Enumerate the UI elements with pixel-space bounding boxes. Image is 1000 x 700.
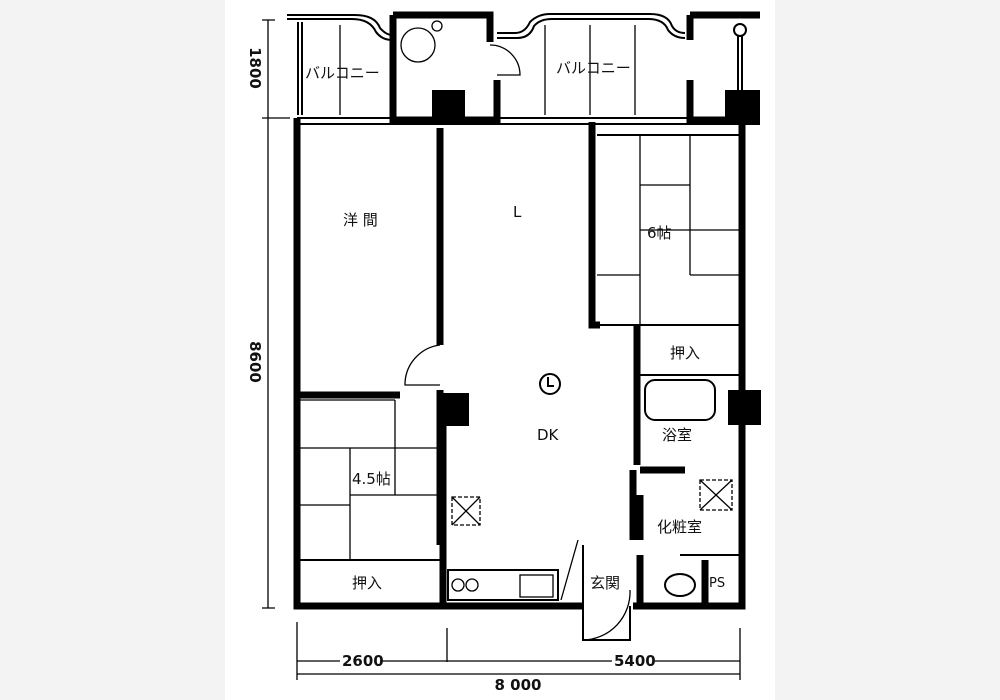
label-western-room: 洋 間 [343,211,378,229]
balcony-railing [287,13,747,115]
label-washroom: 化粧室 [657,518,702,536]
clock-icon [539,373,561,395]
clock-hands-icon [547,377,554,387]
label-balcony-left: バルコニー [305,64,380,82]
label-entrance: 玄関 [590,574,620,592]
label-closet-right: 押入 [670,344,700,362]
label-bathroom: 浴室 [662,426,692,444]
label-tatami-4-5: 4.5帖 [352,470,391,488]
walls [293,117,746,641]
dim-main-depth: 8600 [246,341,264,383]
kitchen-counter [447,539,579,601]
tatami-lines [300,135,740,560]
ventilation-marks [451,479,733,526]
dim-balcony-depth: 1800 [246,47,264,89]
label-balcony-right: バルコニー [556,59,631,77]
label-dk: DK [537,426,560,444]
dim-right-width: 5400 [614,652,656,670]
label-closet-left: 押入 [352,574,382,592]
label-tatami-6: 6帖 [647,224,672,242]
dim-left-width: 2600 [342,652,384,670]
toilet [664,573,696,597]
label-living: L [513,203,522,221]
bathtub [644,379,716,421]
label-pipe-space: PS [709,576,725,591]
dim-total-width: 8 000 [495,676,542,694]
dimension-lines [262,19,741,680]
